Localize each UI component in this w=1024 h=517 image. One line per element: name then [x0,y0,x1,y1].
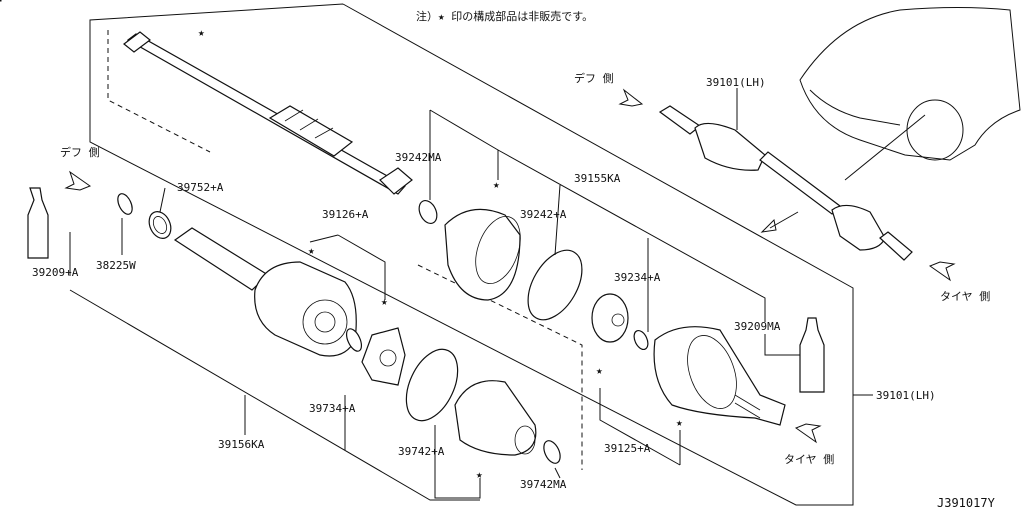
part-labels: 注）★ 印の構成部品は非販売です。 39101(LH) デフ 側 39242MA… [32,9,996,510]
label-39742ma: 39742MA [520,478,567,491]
direction-arrows [64,88,956,444]
label-39742a: 39742+A [398,445,445,458]
axle-shaft [0,0,413,195]
boot-bracket [417,264,583,470]
label-39155ka: 39155KA [574,172,621,185]
label-39209a: 39209+A [32,266,79,279]
direction-tire-bottom: タイヤ 側 [784,453,834,466]
direction-tire-right: タイヤ 側 [940,290,990,303]
label-38225w: 38225W [96,259,136,272]
inner-joint-housing [173,227,406,386]
car-pointer-line [844,114,926,181]
upper-boot-group [418,200,649,351]
label-39242ma: 39242MA [395,151,442,164]
label-39752a: 39752+A [177,181,224,194]
star-lower-boot: ★ [476,468,483,481]
direction-diff-left: デフ 側 [60,145,100,159]
label-39734a: 39734+A [309,402,356,415]
label-39101-lh-right: 39101(LH) [876,389,936,402]
left-small-parts [27,187,172,259]
non-sale-markers: ★ ★ ★ ★ ★ ★ ★ [198,26,683,481]
star-upper-boot: ★ [493,178,500,191]
label-39126a: 39126+A [322,208,369,221]
shaft-bracket [107,30,211,153]
outer-joint [653,326,786,426]
leader-lines [69,88,873,501]
diagram-code: J391017Y [937,496,996,510]
non-sale-note: 注）★ 印の構成部品は非販売です。 [416,9,593,23]
direction-diff-top: デフ 側 [574,71,614,85]
label-39234a: 39234+A [614,271,661,284]
star-housing: ★ [308,244,315,257]
star-outer-ring: ★ [596,364,603,377]
star-outer-joint: ★ [676,416,683,429]
label-39101-lh-top: 39101(LH) [706,76,766,89]
star-spider: ★ [381,295,388,308]
label-39209ma: 39209MA [734,320,781,333]
label-39242a: 39242+A [520,208,567,221]
right-grease-tube [799,317,825,393]
label-39125a: 39125+A [604,442,651,455]
assembled-shaft [658,105,913,261]
lower-boot-group [405,348,561,464]
label-39156ka: 39156KA [218,438,265,451]
car-front-view [799,7,1021,181]
star-shaft: ★ [198,26,205,39]
